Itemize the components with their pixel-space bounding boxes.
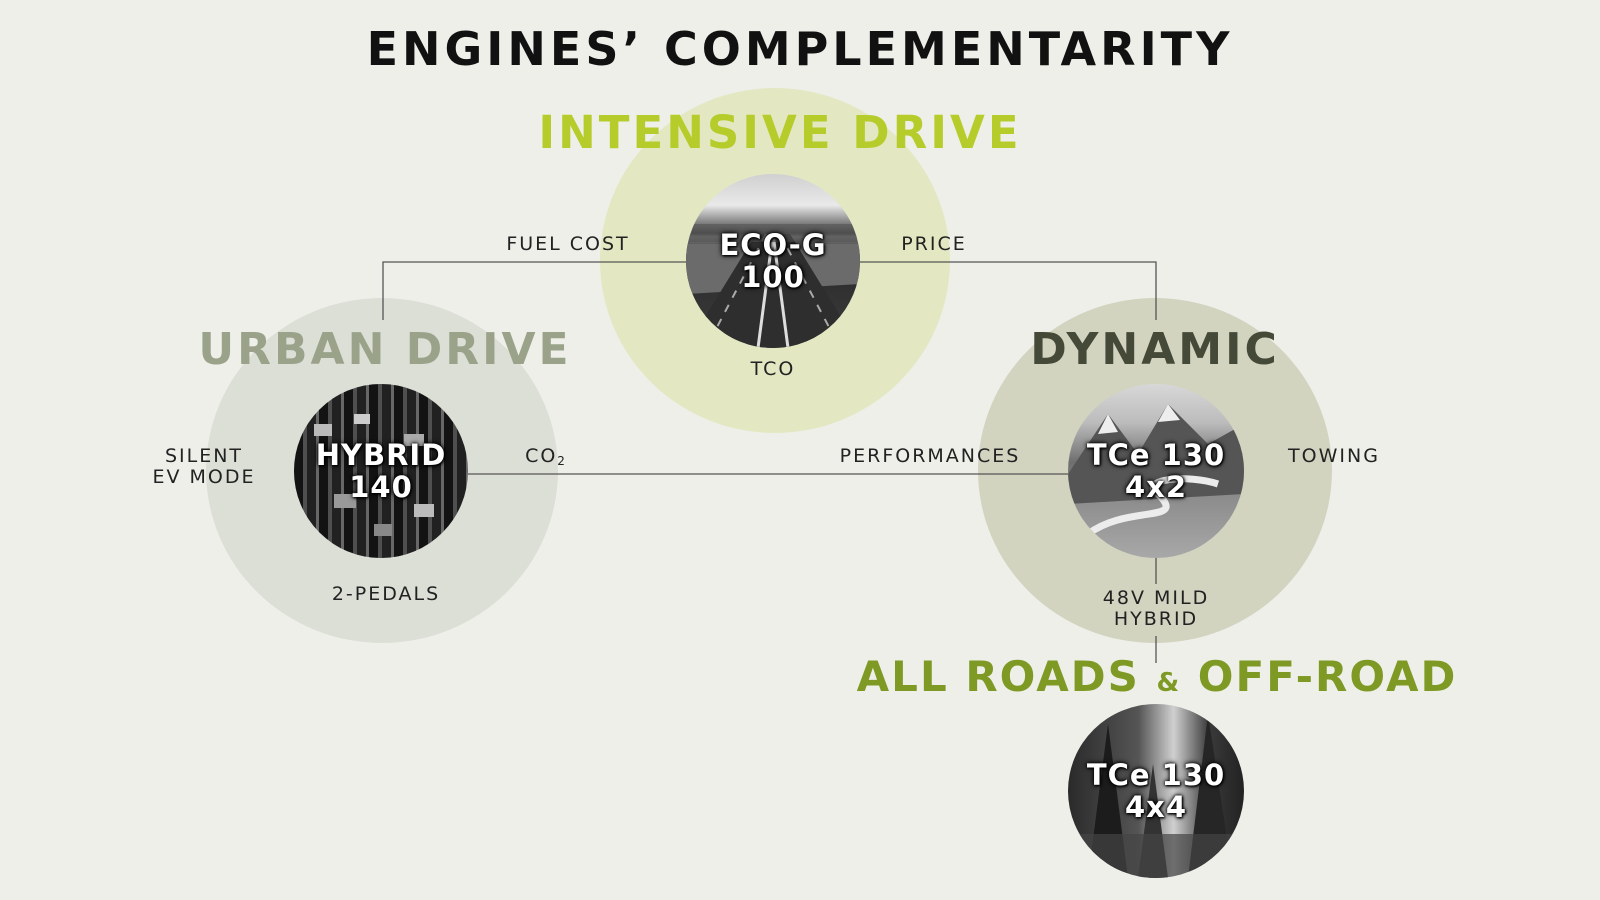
ecog-engine-circle: ECO-G 100 bbox=[686, 174, 860, 348]
label-co2-main: CO bbox=[525, 445, 558, 467]
label-price: PRICE bbox=[901, 233, 967, 255]
label-mild-line2: HYBRID bbox=[1113, 608, 1199, 630]
ampersand: & bbox=[1156, 668, 1182, 698]
category-off-road-text: OFF-ROAD bbox=[1197, 652, 1458, 701]
label-silent-ev-mode: SILENT EV MODE bbox=[124, 446, 284, 488]
tce-4x4-engine-circle: TCe 130 4x4 bbox=[1068, 704, 1244, 878]
tce-4x4-engine-name: TCe 130 bbox=[1086, 758, 1226, 792]
label-performances: PERFORMANCES bbox=[839, 445, 1021, 467]
page-title: ENGINES’ COMPLEMENTARITY bbox=[366, 22, 1234, 76]
tce-4x2-engine-name: TCe 130 bbox=[1086, 438, 1226, 472]
label-tco: TCO bbox=[750, 358, 796, 380]
tce-4x2-engine-circle: TCe 130 4x2 bbox=[1068, 384, 1244, 558]
label-48v-mild-hybrid: 48V MILD HYBRID bbox=[1076, 588, 1236, 630]
ecog-engine-power: 100 bbox=[741, 260, 805, 294]
label-silent-line2: EV MODE bbox=[152, 466, 256, 488]
category-all-roads-off-road: ALL ROADS & OFF-ROAD bbox=[762, 652, 1552, 701]
category-urban-drive: URBAN DRIVE bbox=[198, 324, 572, 375]
hybrid-engine-circle: HYBRID 140 bbox=[294, 384, 468, 558]
ecog-engine-name: ECO-G bbox=[719, 228, 827, 262]
tce-4x4-engine-drive: 4x4 bbox=[1124, 790, 1188, 824]
label-towing: TOWING bbox=[1288, 445, 1380, 467]
category-intensive-drive: INTENSIVE DRIVE bbox=[538, 106, 1022, 159]
label-co2: CO2 bbox=[510, 446, 580, 472]
tce-4x2-engine-drive: 4x2 bbox=[1124, 470, 1188, 504]
hybrid-engine-power: 140 bbox=[349, 470, 413, 504]
traffic-photo bbox=[294, 384, 468, 558]
category-dynamic: DYNAMIC bbox=[1030, 324, 1280, 375]
mountain-road-photo bbox=[1068, 404, 1244, 537]
label-co2-sub: 2 bbox=[557, 454, 565, 468]
category-all-roads-text: ALL ROADS bbox=[856, 652, 1140, 701]
connector-ecog-urban bbox=[382, 261, 686, 320]
forest-photo bbox=[1068, 714, 1244, 878]
hybrid-engine-name: HYBRID bbox=[315, 438, 447, 472]
connector-ecog-dynamic bbox=[860, 261, 1157, 320]
label-silent-line1: SILENT bbox=[164, 445, 244, 467]
label-2-pedals: 2-PEDALS bbox=[331, 583, 441, 605]
highway-photo bbox=[686, 224, 860, 348]
label-fuel-cost: FUEL COST bbox=[506, 233, 630, 255]
label-mild-line1: 48V MILD bbox=[1102, 587, 1210, 609]
